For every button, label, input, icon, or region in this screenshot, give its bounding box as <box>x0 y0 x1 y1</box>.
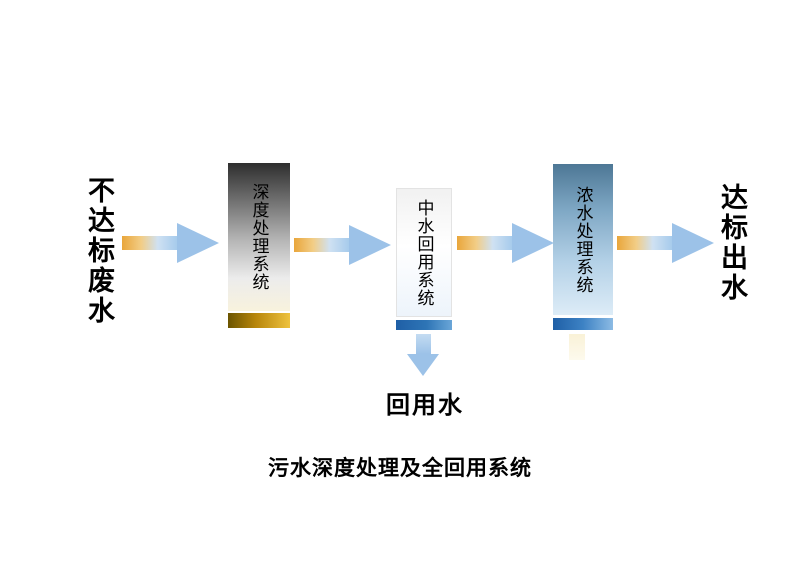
arrow-head <box>407 354 439 376</box>
flow-arrow-4 <box>617 223 714 263</box>
arrow-tail <box>122 236 177 250</box>
stage-label: 浓水处理系统 <box>573 185 593 294</box>
arrow-head <box>349 225 391 265</box>
arrow-tail <box>617 236 672 250</box>
faint-watermark <box>569 334 585 360</box>
stage-box-deep-treatment: 深度处理系统 <box>228 163 290 328</box>
arrow-tail <box>294 238 349 252</box>
arrow-tail <box>415 334 431 354</box>
arrow-head <box>512 223 554 263</box>
flow-arrow-3 <box>457 223 554 263</box>
reuse-water-label: 回用水 <box>386 392 464 419</box>
stage-box-body: 深度处理系统 <box>228 163 290 311</box>
flow-arrow-2 <box>294 225 391 265</box>
stage-label: 中水回用系统 <box>414 198 434 307</box>
gold-bottom-bar <box>228 313 290 328</box>
input-water-label: 不达标废水 <box>84 176 114 326</box>
arrow-head <box>672 223 714 263</box>
stage-box-body: 浓水处理系统 <box>553 164 613 315</box>
flow-arrow-1 <box>122 223 219 263</box>
output-water-label: 达标出水 <box>717 183 747 303</box>
blue-bottom-bar <box>396 320 452 330</box>
blue-bottom-bar <box>553 318 613 330</box>
stage-label: 深度处理系统 <box>249 183 269 291</box>
stage-box-body: 中水回用系统 <box>396 188 452 317</box>
stage-box-water-reuse: 中水回用系统 <box>396 188 452 330</box>
diagram-caption: 污水深度处理及全回用系统 <box>268 457 532 480</box>
arrow-head <box>177 223 219 263</box>
branch-down-arrow <box>407 334 439 376</box>
arrow-tail <box>457 236 512 250</box>
stage-box-concentrate-treatment: 浓水处理系统 <box>553 164 613 330</box>
